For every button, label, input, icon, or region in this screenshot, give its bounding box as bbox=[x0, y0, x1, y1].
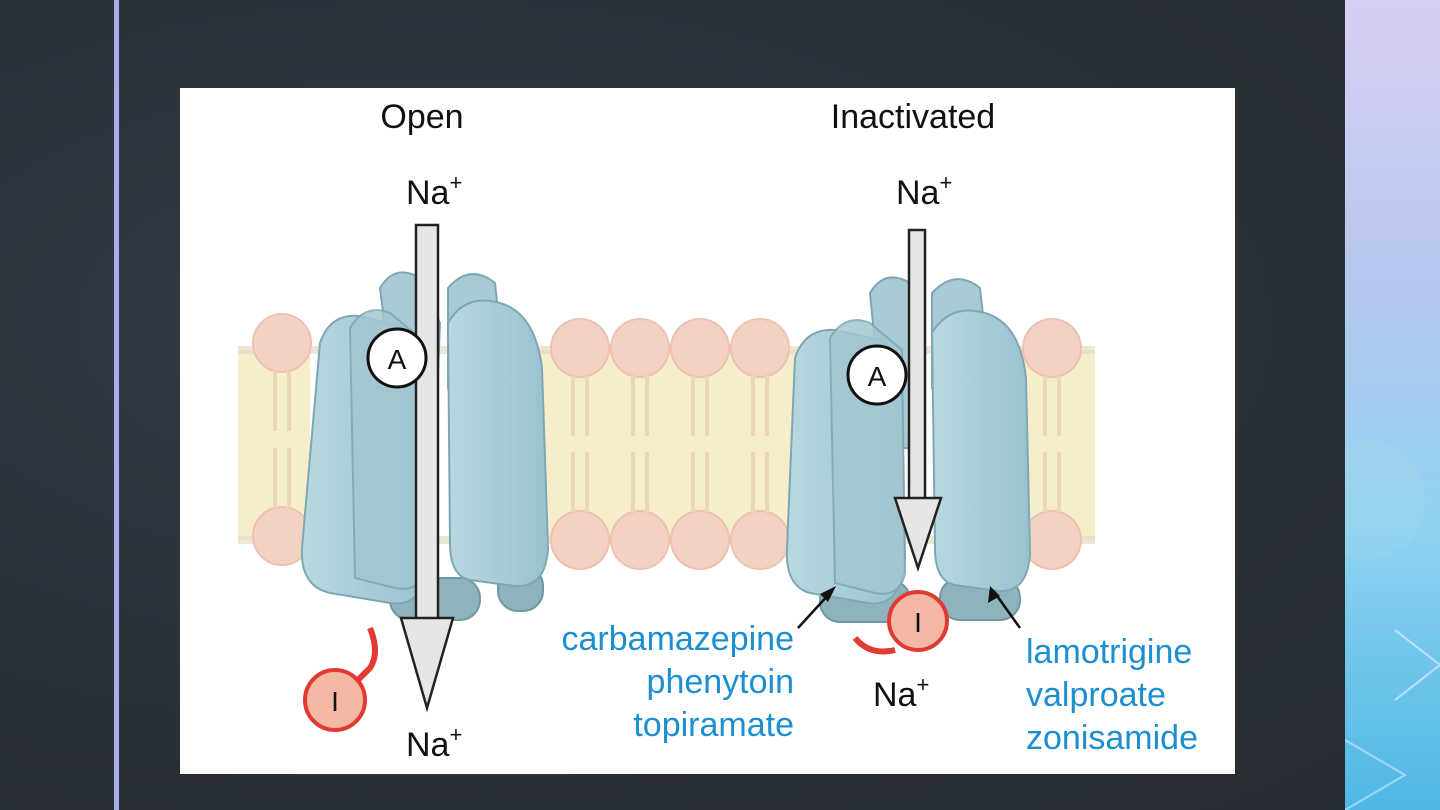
drug-pointer-arrows bbox=[797, 586, 1022, 629]
channel-diagram: A I A I bbox=[238, 98, 1198, 764]
svg-text:Na+: Na+ bbox=[896, 170, 952, 212]
svg-text:I: I bbox=[331, 686, 339, 717]
drug-right-3: zonisamide bbox=[1026, 719, 1198, 757]
drug-left-1: carbamazepine bbox=[562, 620, 794, 658]
chevron-decoration-icon bbox=[1345, 440, 1440, 810]
drug-list-right: lamotrigine valproate zonisamide bbox=[1026, 633, 1198, 757]
svg-text:A: A bbox=[868, 361, 887, 392]
open-ion-bottom-label: Na+ bbox=[406, 722, 462, 764]
right-decorative-panel bbox=[1345, 0, 1440, 810]
inactivated-state-label: Inactivated bbox=[831, 98, 995, 136]
inactivated-ion-bottom-label: Na+ bbox=[873, 672, 929, 714]
drug-list-left: carbamazepine phenytoin topiramate bbox=[562, 620, 794, 744]
svg-text:Na+: Na+ bbox=[406, 722, 462, 764]
open-inactivation-gate: I bbox=[303, 626, 378, 732]
open-sodium-flow-arrow bbox=[399, 223, 455, 713]
drug-right-2: valproate bbox=[1026, 676, 1166, 714]
inactivated-ion-top-label: Na+ bbox=[896, 170, 952, 212]
drug-left-2: phenytoin bbox=[647, 663, 794, 701]
open-state-label: Open bbox=[380, 98, 463, 136]
drug-right-1: lamotrigine bbox=[1026, 633, 1192, 671]
sodium-channel-figure: A I A I bbox=[180, 88, 1235, 774]
drug-left-3: topiramate bbox=[633, 706, 794, 744]
inactivated-inactivation-gate: I bbox=[852, 590, 949, 655]
svg-text:A: A bbox=[388, 344, 407, 375]
open-activation-gate: A bbox=[366, 327, 428, 389]
left-accent-bar bbox=[114, 0, 119, 810]
svg-text:Na+: Na+ bbox=[406, 170, 462, 212]
inactivated-channel bbox=[785, 276, 1032, 623]
open-ion-top-label: Na+ bbox=[406, 170, 462, 212]
inactivated-activation-gate: A bbox=[846, 344, 908, 406]
svg-text:Na+: Na+ bbox=[873, 672, 929, 714]
inactivated-sodium-flow-arrow bbox=[893, 228, 943, 573]
svg-text:I: I bbox=[914, 607, 922, 638]
